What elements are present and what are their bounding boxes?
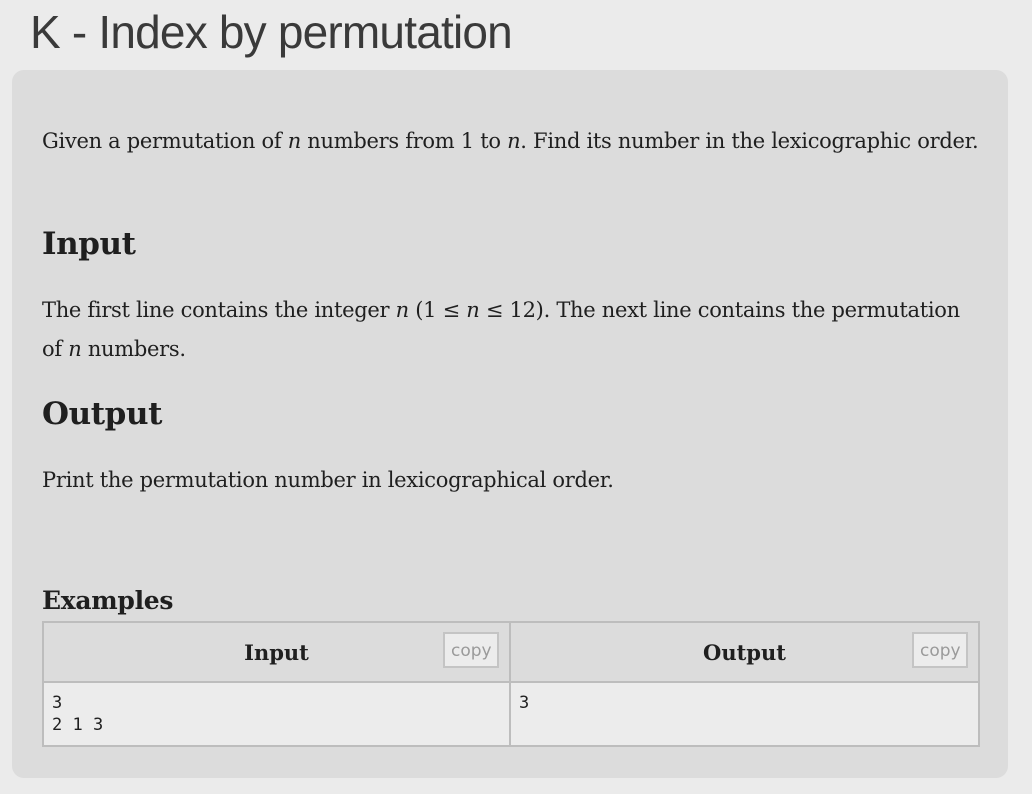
math-var-n: n xyxy=(507,129,521,153)
copy-output-button[interactable]: copy xyxy=(912,632,968,668)
input-column-header: Input copy xyxy=(42,621,511,683)
input-column-label: Input xyxy=(244,639,309,665)
input-text: The first line contains the integer xyxy=(42,298,396,322)
statement-text: numbers from 1 to xyxy=(300,129,508,153)
input-text: numbers. xyxy=(81,337,186,361)
output-column-header: Output copy xyxy=(509,621,980,683)
examples-heading: Examples xyxy=(42,586,174,615)
math-var-n: n xyxy=(68,337,82,361)
math-var-n: n xyxy=(466,298,480,322)
problem-card: Given a permutation of n numbers from 1 … xyxy=(12,70,1008,778)
examples-header-row: Input copy Output copy xyxy=(42,621,980,683)
input-heading: Input xyxy=(42,226,136,262)
math-constraint: ≤ 12) xyxy=(479,298,544,322)
math-constraint: (1 ≤ xyxy=(408,298,467,322)
example-input-line: 2 1 3 xyxy=(52,715,104,735)
problem-statement: Given a permutation of n numbers from 1 … xyxy=(42,122,982,161)
example-input-line: 3 xyxy=(52,693,63,713)
example-output-line: 3 xyxy=(519,693,530,713)
output-description: Print the permutation number in lexicogr… xyxy=(42,468,614,492)
copy-input-button[interactable]: copy xyxy=(443,632,499,668)
math-var-n: n xyxy=(287,129,302,153)
math-var-n: n xyxy=(395,298,410,322)
page-title: K - Index by permutation xyxy=(30,6,513,58)
example-output-cell: 3 xyxy=(509,681,980,747)
output-heading: Output xyxy=(42,396,162,432)
input-text: . The next line contains the permutation… xyxy=(42,298,960,361)
output-column-label: Output xyxy=(703,639,786,665)
statement-text: . Find its number in the lexicographic o… xyxy=(520,129,979,153)
statement-text: Given a permutation of xyxy=(42,129,288,153)
input-description: The first line contains the integer n (1… xyxy=(42,291,982,369)
